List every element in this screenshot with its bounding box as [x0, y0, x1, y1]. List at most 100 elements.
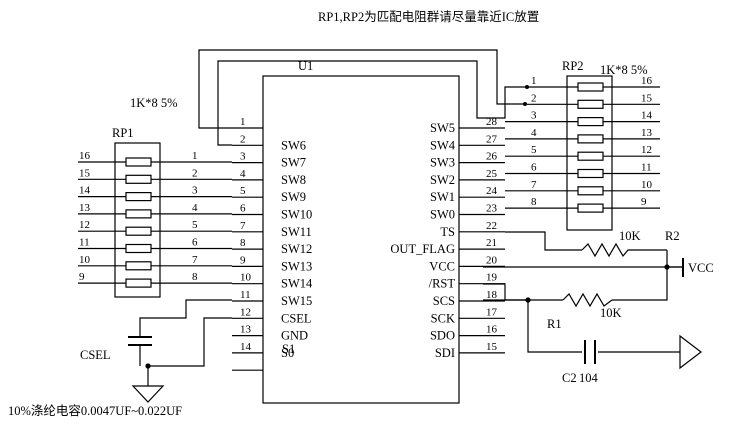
- rp2-resistor: 2 15: [527, 92, 660, 109]
- csel-ref-label: CSEL: [80, 348, 111, 362]
- rp2-resistor-body: [577, 82, 604, 92]
- rp2-outer-pin-number: 14: [641, 110, 653, 122]
- rp2-inner-pin-number: 8: [531, 196, 537, 208]
- pin-name: GND: [281, 329, 308, 343]
- chip-left-pin: 2 SW6: [232, 133, 306, 152]
- rp1-outer-pin-number: 11: [79, 237, 90, 249]
- rp1-inner-pin-number: 7: [192, 254, 198, 266]
- rp2-ref-label: RP2: [562, 59, 584, 73]
- wire-scs-to-c2: [527, 300, 582, 353]
- capacitor-csel: CSEL: [80, 336, 152, 362]
- rp2-outer-pin-number: 15: [641, 92, 653, 104]
- rp2-outer-pin-number: 11: [641, 162, 652, 174]
- rp1-resistor-body: [125, 226, 152, 236]
- chip-left-pin: 5 SW9: [232, 185, 306, 204]
- rp1-inner-pin-number: 3: [192, 185, 198, 197]
- pin-number: 1: [240, 116, 246, 128]
- pin-number: 24: [486, 185, 498, 197]
- pin-number: 20: [486, 254, 498, 266]
- pin-number: 18: [486, 289, 498, 301]
- rp1-resistor-body: [125, 209, 152, 219]
- rp1-resistor: 13 4: [78, 202, 232, 219]
- rp2-inner-pin-number: 1: [531, 75, 537, 87]
- pin-name: OUT_FLAG: [390, 242, 455, 256]
- rp2-inner-pin-number: 3: [531, 110, 537, 122]
- rp2-outer-pin-number: 9: [641, 196, 647, 208]
- pin-number: 5: [240, 185, 246, 197]
- rp2-inner-pin-number: 2: [531, 92, 537, 104]
- rp1-value-label: 1K*8 5%: [130, 96, 178, 110]
- pin-name: CSEL: [281, 311, 312, 325]
- pin-number: 3: [240, 151, 246, 163]
- pin-number: 15: [486, 341, 498, 353]
- rp1-outer-pin-number: 13: [79, 202, 91, 214]
- r2-zigzag: [581, 242, 667, 258]
- rp1-inner-pin-number: 6: [192, 237, 198, 249]
- pin-name-s1: S1: [282, 342, 295, 356]
- pin-name: SW9: [281, 190, 306, 204]
- wire-gnd: [147, 317, 232, 386]
- pin-number: 7: [240, 220, 246, 232]
- rp2-resistor-body: [577, 186, 604, 196]
- pin-number: 19: [486, 272, 498, 284]
- pin-name: SW12: [281, 242, 312, 256]
- rp1-inner-pin-number: 4: [192, 202, 198, 214]
- c2-value-label: 104: [579, 371, 599, 385]
- rp2-resistor-body: [577, 203, 604, 213]
- junction-scs: [525, 297, 531, 303]
- rp1-resistor-body: [125, 157, 152, 167]
- rp1-resistor-body: [125, 243, 152, 254]
- rp1-body: [114, 142, 161, 298]
- pin-number: 26: [486, 151, 498, 163]
- pin-number: 14: [240, 341, 252, 353]
- rp1-resistor-body: [125, 278, 152, 288]
- pin-number: 25: [486, 168, 498, 180]
- pin-name: SW6: [281, 138, 306, 152]
- pin-name: SDI: [435, 346, 455, 360]
- wire-csel: [139, 299, 232, 336]
- pin-number: 23: [486, 203, 498, 215]
- rp1-inner-pin-number: 5: [192, 219, 198, 231]
- junction-dots: [145, 85, 670, 369]
- pin-name: SW10: [281, 208, 312, 222]
- chip-left-pin: 1: [232, 116, 263, 129]
- schematic-title: RP1,RP2为匹配电阻群请尽量靠近IC放置: [318, 9, 539, 24]
- rp1-resistor: 11 6: [78, 237, 232, 254]
- rp2-inner-pin-number: 4: [531, 127, 537, 139]
- pin-name: SCK: [431, 311, 455, 325]
- rp1-resistor-body: [125, 192, 152, 202]
- pin-number: 21: [486, 237, 497, 249]
- junction-vcc: [664, 264, 670, 270]
- pin-number: 16: [486, 324, 498, 336]
- rp2-resistor: 6 11: [505, 162, 660, 179]
- resistor-r1: 10K R1: [547, 292, 622, 331]
- rp2-resistor-body: [577, 116, 604, 127]
- r1-value-label: 10K: [600, 306, 622, 320]
- pin-number: 2: [240, 133, 246, 145]
- output-arrow-icon: [679, 334, 702, 370]
- pin-name: SW14: [281, 277, 313, 291]
- wire-vcc-to-r1: [612, 250, 668, 301]
- pin-number: 22: [486, 220, 497, 232]
- junction-gnd: [145, 363, 151, 369]
- rp2-inner-pin-number: 6: [531, 162, 537, 174]
